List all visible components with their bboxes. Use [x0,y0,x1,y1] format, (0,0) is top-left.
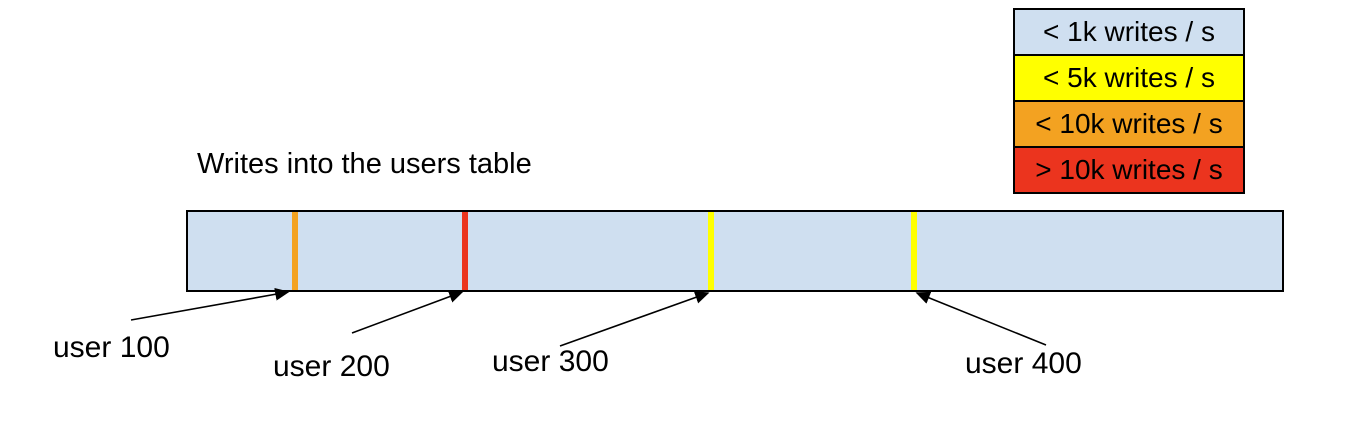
legend-item-lt-5k: < 5k writes / s [1015,54,1243,100]
legend-item-gt-10k: > 10k writes / s [1015,146,1243,192]
legend-item-lt-10k: < 10k writes / s [1015,100,1243,146]
legend-item-label: < 5k writes / s [1043,62,1215,93]
legend-item-label: > 10k writes / s [1035,154,1223,185]
legend-item-lt-1k: < 1k writes / s [1015,10,1243,54]
arrow-user-400 [915,291,1047,346]
users-table-bar [186,210,1284,292]
write-hotspot-user-400 [911,212,917,290]
arrow-user-100 [130,287,290,321]
arrow-user-300 [559,291,710,347]
user-200-label: user 200 [273,350,390,383]
legend: < 1k writes / s < 5k writes / s < 10k wr… [1013,8,1245,194]
write-hotspot-user-300 [708,212,714,290]
legend-item-label: < 1k writes / s [1043,16,1215,47]
diagram-title: Writes into the users table [197,148,532,180]
write-hotspot-user-100 [292,212,298,290]
user-400-label: user 400 [965,347,1082,380]
user-300-label: user 300 [492,345,609,378]
legend-item-label: < 10k writes / s [1035,108,1223,139]
write-hotspot-user-200 [462,212,468,290]
user-100-label: user 100 [53,331,170,364]
arrow-user-200 [351,290,464,334]
